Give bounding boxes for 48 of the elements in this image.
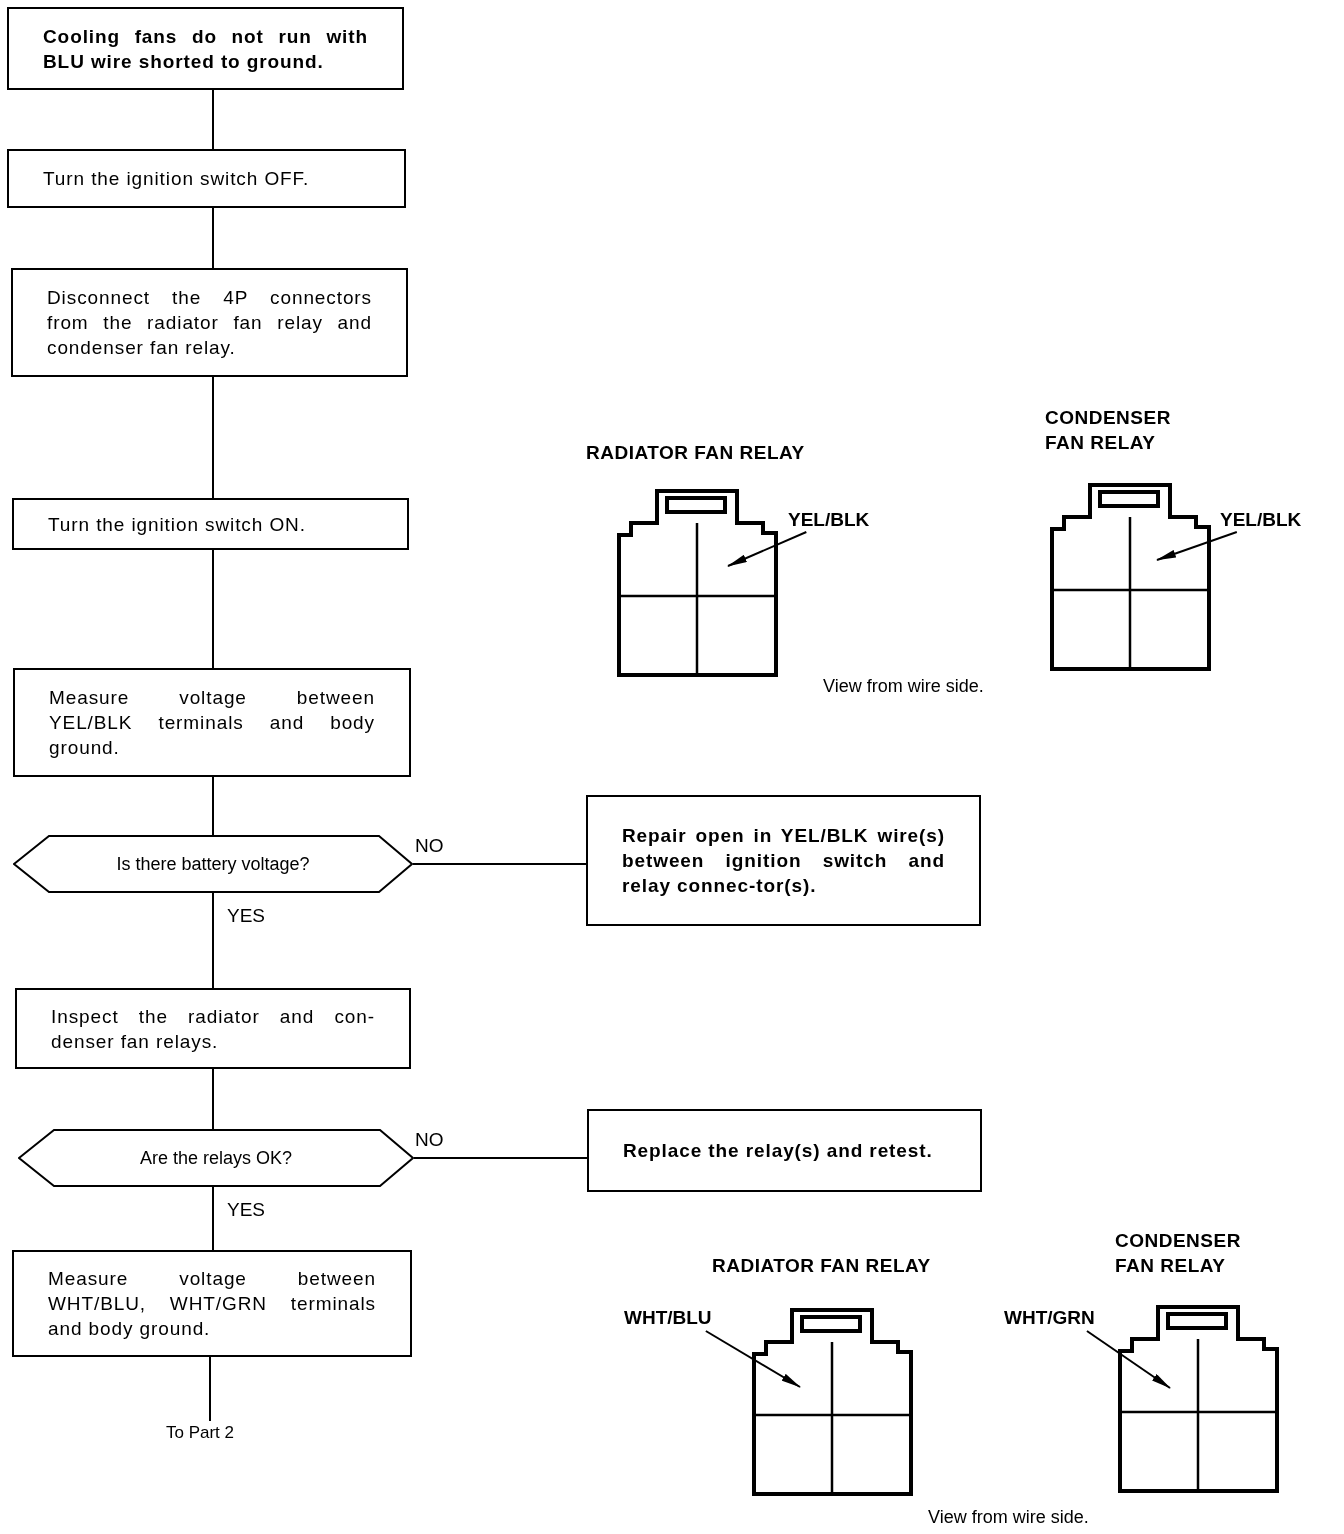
step-text: Repair open in YEL/BLK wire(s) between ignition switch and relay connec-tor(s).	[622, 824, 945, 898]
decision-hexagon	[13, 835, 413, 893]
decision-hexagon	[18, 1129, 414, 1187]
process-box	[13, 668, 411, 777]
wire-color-label: WHT/GRN	[1004, 1306, 1095, 1330]
flow-line	[212, 776, 214, 836]
flow-line	[413, 1157, 588, 1159]
flow-line	[412, 863, 587, 865]
step-text: Cooling fans do not run with BLU wire shorted to ground.	[43, 24, 368, 74]
step-text: Measure voltage between WHT/BLU, WHT/GRN terminals and body ground.	[48, 1267, 376, 1341]
relay-heading: CONDENSER FAN RELAY	[1115, 1229, 1242, 1278]
process-box	[587, 1109, 982, 1192]
step-text: Turn the ignition switch ON.	[48, 512, 307, 537]
step-text: Inspect the radiator and con-denser fan relays.	[51, 1004, 375, 1054]
flow-line	[212, 1186, 214, 1251]
step-text: Measure voltage between YEL/BLK terminals and body ground.	[49, 686, 375, 760]
process-box	[7, 149, 406, 208]
question-text: Are the relays OK?	[139, 1147, 293, 1170]
view-note: View from wire side.	[928, 1506, 1089, 1528]
leader-arrow	[727, 531, 808, 567]
process-box	[11, 268, 408, 377]
flow-line	[209, 1356, 211, 1422]
process-box	[7, 7, 404, 90]
process-box	[12, 1250, 412, 1357]
leader-arrow	[1085, 1330, 1171, 1389]
wire-color-label: YEL/BLK	[1220, 508, 1302, 532]
flow-line	[212, 892, 214, 989]
relay-heading: RADIATOR FAN RELAY	[712, 1254, 932, 1278]
flow-line	[212, 207, 214, 269]
relay-heading: RADIATOR FAN RELAY	[586, 441, 806, 465]
view-note: View from wire side.	[823, 675, 984, 697]
step-text: Disconnect the 4P connectors from the radiator fan relay and condenser fan relay.	[47, 286, 372, 360]
flow-line	[212, 1068, 214, 1130]
process-box	[15, 988, 411, 1069]
continuation-text: To Part 2	[165, 1422, 234, 1444]
flow-line	[212, 89, 214, 150]
flow-line	[212, 376, 214, 499]
process-box	[586, 795, 981, 926]
relay-heading: CONDENSER FAN RELAY	[1045, 406, 1172, 455]
flow-line	[212, 549, 214, 669]
wire-color-label: WHT/BLU	[624, 1306, 712, 1330]
wire-color-label: YEL/BLK	[788, 508, 870, 532]
leader-arrow	[704, 1330, 801, 1388]
step-text: Turn the ignition switch OFF.	[43, 167, 311, 191]
process-box	[12, 498, 409, 550]
step-text: Replace the relay(s) and retest.	[623, 1139, 934, 1163]
question-text: Is there battery voltage?	[116, 853, 310, 876]
leader-arrow	[1156, 531, 1238, 561]
